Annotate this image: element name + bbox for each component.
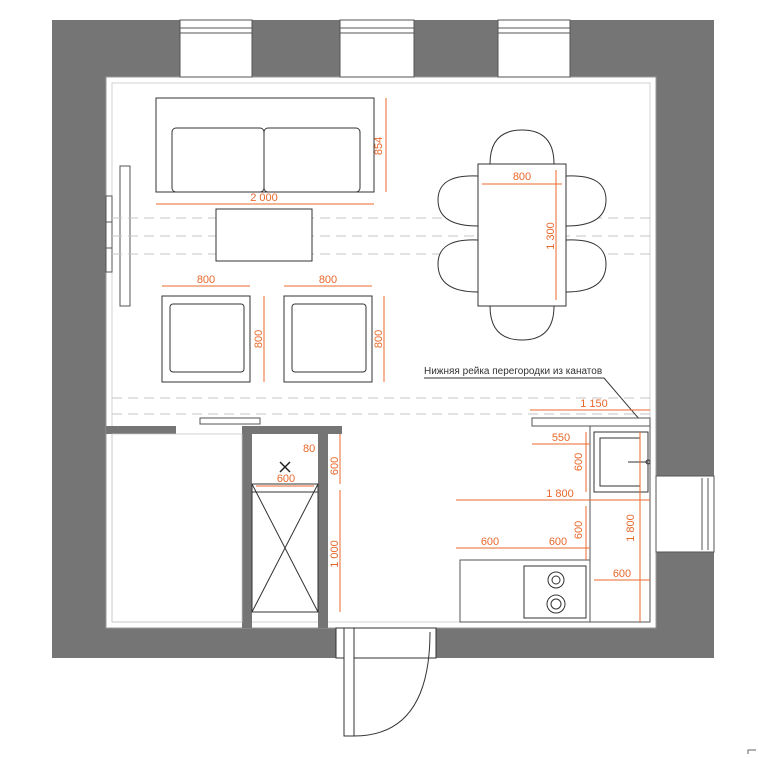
dim-wardrobe-top: 600 [329,457,341,475]
right-window [655,475,715,553]
burner-top [547,571,565,589]
window-1 [179,19,253,78]
wall-bottom-left [52,628,336,658]
dim-hob-offset: 600 [549,536,567,548]
dim-wardrobe-gap: 80 [303,443,315,455]
chair-top [489,129,555,165]
top-windows [179,19,571,78]
burner-bottom [546,594,566,614]
sofa-cushion-left [171,127,265,193]
dining-chairs [437,129,607,341]
armchair-left [161,295,251,383]
chair-right-lower [565,239,607,293]
dim-armchair-left-depth: 800 [253,330,265,348]
dim-armchair-right-depth: 800 [373,330,385,348]
dim-counter-height: 1 800 [625,514,637,542]
armchair-right [283,295,373,383]
dim-fridge-offset: 600 [481,536,499,548]
partition-top-mid [242,426,342,434]
dim-sofa-width: 2 000 [250,192,278,204]
dining-table [477,163,567,307]
dim-counter-depth: 600 [573,521,585,539]
close-icon [279,461,291,473]
sofa-cushion-right [263,127,361,193]
wall-bottom-right [436,628,714,658]
window-3 [497,19,571,78]
wall-left [52,20,106,658]
chair-bottom [489,305,555,341]
entrance-door [335,627,437,737]
dim-wardrobe-length: 1 000 [329,540,341,568]
sliding-door [199,417,261,425]
dim-table-length: 1 300 [545,222,557,250]
wardrobe-wall-right [318,434,328,628]
walls [52,20,714,658]
wardrobe-wall-left [242,426,252,628]
chair-left-lower [437,239,479,293]
dim-wardrobe-width: 600 [277,473,295,485]
chair-left-upper [437,175,479,227]
note-leader [424,377,641,421]
bathroom-outline [111,433,243,623]
window-2 [339,19,415,78]
dim-sink-width: 550 [552,432,570,444]
room-inner-outline [111,82,651,623]
partition-top-left [106,426,176,434]
interior-walls [106,426,342,628]
faucet-icon [628,459,651,465]
dim-counter-run: 1 800 [546,488,574,500]
wall-right [656,20,714,658]
hob [523,565,587,619]
chair-right-upper [565,175,607,227]
partition-note: Нижняя рейка перегородки из канатов [424,366,602,377]
partition-rail [531,417,651,427]
dim-partition-length: 1 150 [580,398,608,410]
dim-sofa-depth: 854 [373,137,385,155]
dim-hob-depth: 600 [613,568,631,580]
sofa [155,97,375,193]
dim-armchair-left-width: 800 [197,274,215,286]
corner-mark [747,749,756,754]
dim-table-width: 800 [513,171,531,183]
dim-armchair-right-width: 800 [319,274,337,286]
coffee-table [215,208,313,262]
dim-sink-depth: 600 [573,453,585,471]
wardrobe [251,483,319,613]
